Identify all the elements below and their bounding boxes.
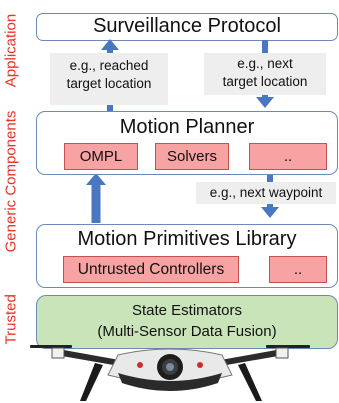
- arrowhead-up-middle: [86, 173, 106, 185]
- note-next-target-line2: target location: [222, 74, 308, 89]
- note-reached-line1: e.g., reached: [69, 58, 149, 73]
- motion-planner-box: Motion Planner OMPL Solvers ..: [36, 111, 338, 175]
- note-next-target-line1: e.g., next: [237, 56, 293, 71]
- arrowhead-up-top: [101, 39, 119, 50]
- state-estimators-line1: State Estimators: [131, 302, 243, 319]
- component-primitives-more: ..: [269, 256, 327, 283]
- surveillance-protocol-box: Surveillance Protocol: [36, 13, 338, 41]
- note-reached-line2: target location: [66, 76, 152, 91]
- arrowhead-down-middle: [261, 207, 279, 218]
- surveillance-protocol-title: Surveillance Protocol: [93, 15, 281, 37]
- component-ompl: OMPL: [64, 143, 138, 170]
- motion-planner-title: Motion Planner: [119, 116, 255, 138]
- drone-image: [30, 345, 310, 401]
- note-reached-target-location: e.g., reached target location: [50, 53, 168, 105]
- component-untrusted-controllers: Untrusted Controllers: [63, 256, 239, 283]
- component-solvers: Solvers: [155, 143, 229, 170]
- component-planner-more: ..: [249, 143, 327, 170]
- motion-primitives-title: Motion Primitives Library: [77, 228, 297, 250]
- state-estimators-box: State Estimators (Multi-Sensor Data Fusi…: [36, 295, 338, 349]
- state-estimators-line2: (Multi-Sensor Data Fusion): [97, 323, 277, 340]
- note-next-waypoint: e.g., next waypoint: [196, 182, 336, 204]
- note-next-target-location: e.g., next target location: [204, 53, 326, 95]
- motion-primitives-library-box: Motion Primitives Library Untrusted Cont…: [36, 224, 338, 288]
- arrowhead-down-top: [256, 97, 274, 108]
